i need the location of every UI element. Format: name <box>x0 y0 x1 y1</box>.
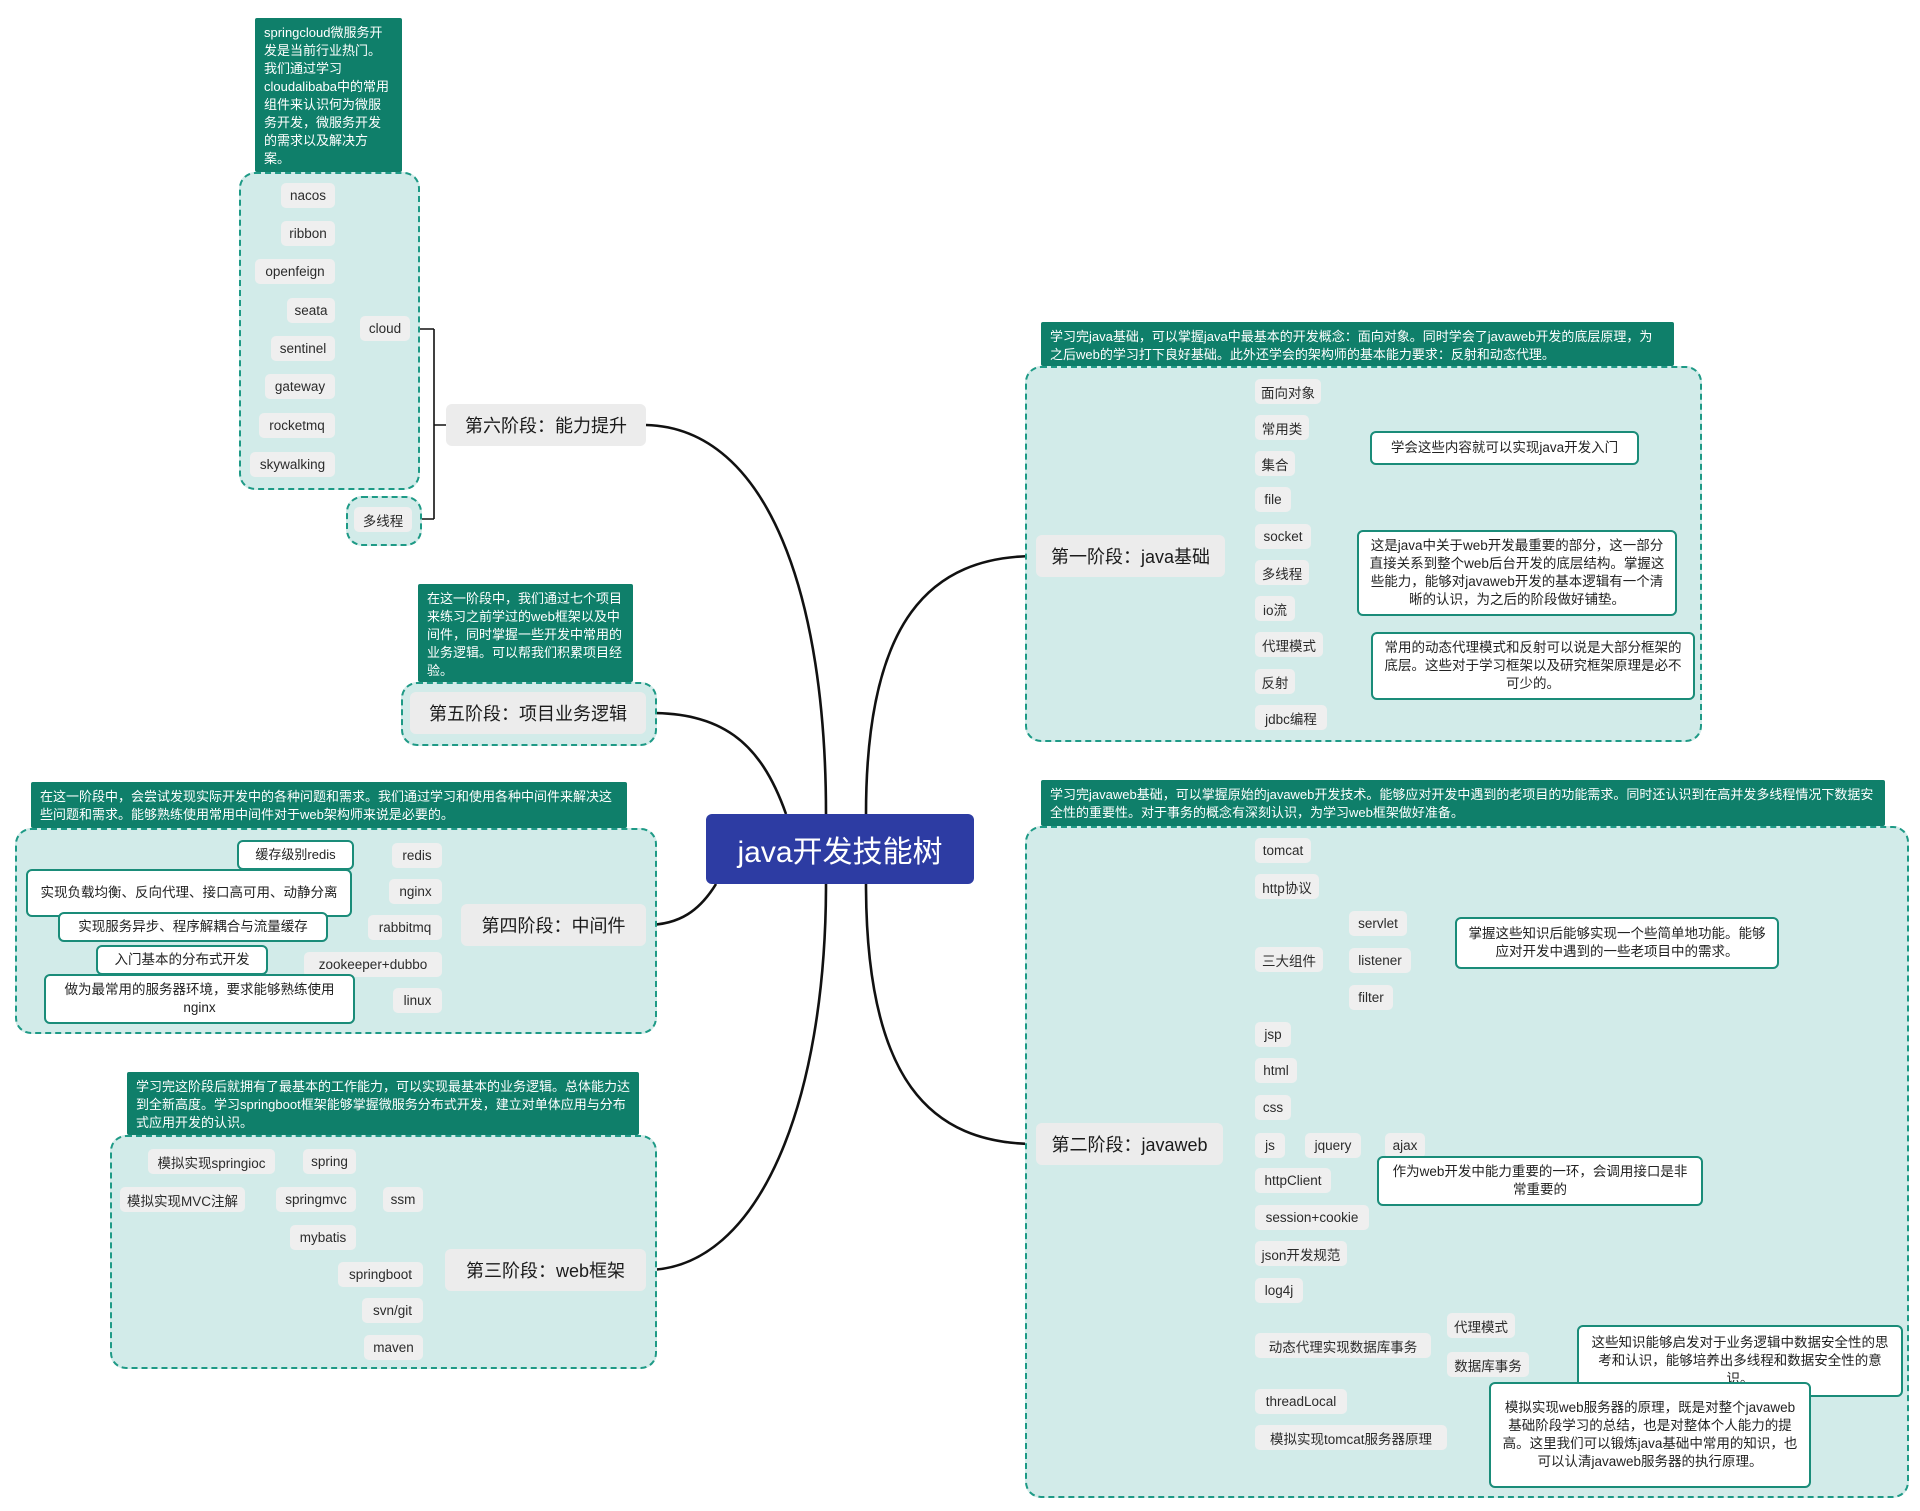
s1-item-socket[interactable]: socket <box>1255 524 1311 549</box>
s2-item-httpclient[interactable]: httpClient <box>1255 1168 1331 1193</box>
springioc-note: 模拟实现springioc <box>148 1149 275 1174</box>
rocketmq-item[interactable]: rocketmq <box>259 413 335 438</box>
maven-item[interactable]: maven <box>364 1335 423 1360</box>
nacos-item[interactable]: nacos <box>281 183 335 208</box>
s1-item-reflect[interactable]: 反射 <box>1255 669 1295 694</box>
stage6-note: springcloud微服务开发是当前行业热门。我们通过学习cloudaliba… <box>255 18 402 172</box>
stage1-note: 学习完java基础，可以掌握java中最基本的开发概念：面向对象。同时学会了ja… <box>1041 322 1674 366</box>
branch-stage1 <box>864 554 1037 815</box>
s1-item-io[interactable]: io流 <box>1255 596 1295 621</box>
nginx-item[interactable]: nginx <box>389 879 442 904</box>
nginx-note: 实现负载均衡、反向代理、接口高可用、动静分离 <box>26 869 352 917</box>
listener-item[interactable]: listener <box>1349 948 1411 973</box>
stage2-title[interactable]: 第二阶段：javaweb <box>1036 1123 1223 1165</box>
tx-db-item[interactable]: 数据库事务 <box>1447 1352 1529 1377</box>
branch-stage5 <box>645 711 788 815</box>
stage3-note: 学习完这阶段后就拥有了最基本的工作能力，可以实现最基本的业务逻辑。总体能力达到全… <box>127 1072 639 1135</box>
skywalking-item[interactable]: skywalking <box>250 452 335 477</box>
s2-summary-2: 作为web开发中能力重要的一环，会调用接口是非常重要的 <box>1377 1156 1703 1206</box>
s1-item-file[interactable]: file <box>1255 487 1291 512</box>
s2-item-tomcat[interactable]: tomcat <box>1255 838 1311 863</box>
stage3-title[interactable]: 第三阶段：web框架 <box>445 1249 646 1291</box>
rabbitmq-item[interactable]: rabbitmq <box>368 915 442 940</box>
jquery-item[interactable]: jquery <box>1305 1133 1361 1158</box>
stage1-title[interactable]: 第一阶段：java基础 <box>1036 535 1225 577</box>
s2-item-http[interactable]: http协议 <box>1255 874 1319 899</box>
stage2-note: 学习完javaweb基础，可以掌握原始的javaweb开发技术。能够应对开发中遇… <box>1041 780 1885 826</box>
branch-stage3 <box>645 883 828 1272</box>
stage4-note: 在这一阶段中，会尝试发现实际开发中的各种问题和需求。我们通过学习和使用各种中间件… <box>31 782 627 828</box>
s1-item-proxy[interactable]: 代理模式 <box>1255 632 1323 657</box>
sentinel-item[interactable]: sentinel <box>271 336 335 361</box>
seata-item[interactable]: seata <box>287 298 335 323</box>
s2-item-json[interactable]: json开发规范 <box>1255 1241 1347 1266</box>
s2-item-components[interactable]: 三大组件 <box>1255 947 1323 972</box>
cloud-item[interactable]: cloud <box>360 316 410 341</box>
stage5-title[interactable]: 第五阶段：项目业务逻辑 <box>410 692 646 734</box>
stage4-title[interactable]: 第四阶段：中间件 <box>461 904 646 946</box>
mybatis-item[interactable]: mybatis <box>290 1225 356 1250</box>
thread-item[interactable]: 多线程 <box>354 507 412 532</box>
s1-item-jdbc[interactable]: jdbc编程 <box>1255 705 1327 730</box>
s2-summary-4: 模拟实现web服务器的原理，既是对整个javaweb基础阶段学习的总结，也是对整… <box>1489 1382 1811 1488</box>
tx-proxy-item[interactable]: 代理模式 <box>1447 1313 1515 1338</box>
linux-note: 做为最常用的服务器环境，要求能够熟练使用nginx <box>44 974 355 1024</box>
stage6-title[interactable]: 第六阶段：能力提升 <box>446 404 646 446</box>
s1-item-classes[interactable]: 常用类 <box>1255 415 1309 440</box>
mvc-note: 模拟实现MVC注解 <box>120 1187 245 1212</box>
s1-summary-1: 学会这些内容就可以实现java开发入门 <box>1370 431 1639 465</box>
svn-git-item[interactable]: svn/git <box>362 1298 423 1323</box>
stage5-note: 在这一阶段中，我们通过七个项目来练习之前学过的web框架以及中间件，同时掌握一些… <box>418 584 633 682</box>
springmvc-item[interactable]: springmvc <box>276 1187 356 1212</box>
springboot-item[interactable]: springboot <box>338 1262 423 1287</box>
s1-item-thread[interactable]: 多线程 <box>1255 560 1309 585</box>
openfeign-item[interactable]: openfeign <box>255 259 335 284</box>
ribbon-item[interactable]: ribbon <box>281 221 335 246</box>
s1-summary-3: 常用的动态代理模式和反射可以说是大部分框架的底层。这些对于学习框架以及研究框架原… <box>1371 632 1695 700</box>
branch-stage6 <box>645 423 828 815</box>
spring-item[interactable]: spring <box>303 1149 356 1174</box>
linux-item[interactable]: linux <box>393 988 442 1013</box>
filter-item[interactable]: filter <box>1349 985 1393 1010</box>
servlet-item[interactable]: servlet <box>1349 911 1407 936</box>
branch-stage2 <box>864 883 1037 1146</box>
s1-summary-2: 这是java中关于web开发最重要的部分，这一部分直接关系到整个web后台开发的… <box>1357 530 1677 616</box>
s1-item-collections[interactable]: 集合 <box>1255 451 1295 476</box>
s2-item-session[interactable]: session+cookie <box>1255 1205 1369 1230</box>
s2-item-tomcat-sim[interactable]: 模拟实现tomcat服务器原理 <box>1255 1425 1447 1450</box>
ajax-item[interactable]: ajax <box>1385 1133 1425 1158</box>
s2-item-jsp[interactable]: jsp <box>1255 1022 1291 1047</box>
zookeeper-note: 入门基本的分布式开发 <box>96 945 268 975</box>
root-node[interactable]: java开发技能树 <box>706 814 974 884</box>
s1-item-oop[interactable]: 面向对象 <box>1255 379 1321 404</box>
rabbitmq-note: 实现服务异步、程序解耦合与流量缓存 <box>58 912 328 942</box>
redis-note: 缓存级别redis <box>237 840 354 870</box>
s2-item-log4j[interactable]: log4j <box>1255 1278 1303 1303</box>
gateway-item[interactable]: gateway <box>265 374 335 399</box>
s2-item-tx[interactable]: 动态代理实现数据库事务 <box>1255 1333 1431 1358</box>
s2-item-html[interactable]: html <box>1255 1058 1297 1083</box>
zookeeper-item[interactable]: zookeeper+dubbo <box>304 952 442 977</box>
redis-item[interactable]: redis <box>392 843 442 868</box>
s2-item-css[interactable]: css <box>1255 1095 1291 1120</box>
s2-summary-1: 掌握这些知识后能够实现一个些简单地功能。能够应对开发中遇到的一些老项目中的需求。 <box>1455 917 1779 969</box>
s2-item-threadlocal[interactable]: threadLocal <box>1255 1389 1347 1414</box>
ssm-item[interactable]: ssm <box>383 1187 423 1212</box>
s2-item-js[interactable]: js <box>1255 1133 1285 1158</box>
